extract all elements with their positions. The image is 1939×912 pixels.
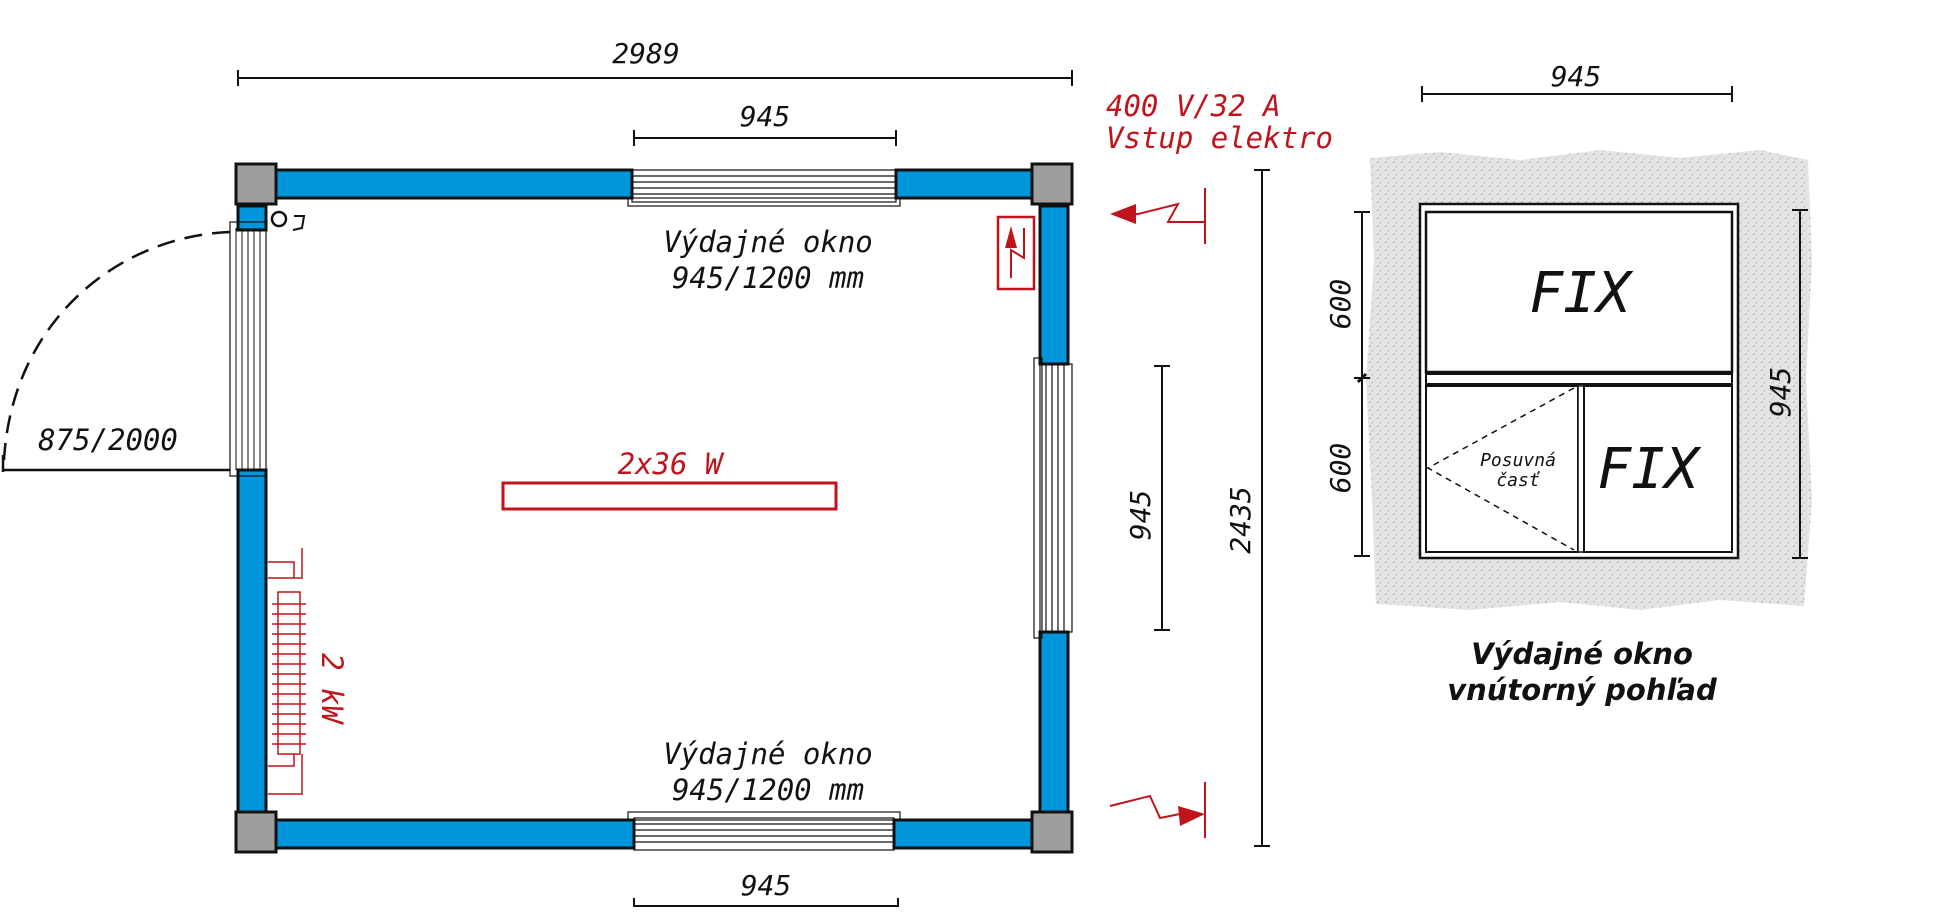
bottom-window-width-label: 945: [741, 869, 792, 902]
detail-lower-height-label: 600: [1324, 443, 1357, 494]
detail-caption-line2: vnútorný pohľad: [1447, 673, 1717, 707]
fix-lower-label: FIX: [1597, 437, 1701, 502]
heater-power-label: 2 kW: [315, 653, 349, 725]
top-window-label-line2: 945/1200 mm: [672, 261, 864, 295]
wall-bottom-left: [268, 818, 636, 850]
window-sliding-pane: [1425, 385, 1579, 553]
overall-width-label: 2989: [612, 37, 679, 70]
overall-depth-dimension: [1254, 169, 1270, 847]
bottom-window-label-line1: Výdajné okno: [663, 737, 873, 771]
electrical-panel-icon: [996, 215, 1036, 291]
bottom-window: [627, 811, 901, 851]
detail-caption-line1: Výdajné okno: [1471, 637, 1693, 671]
window-fix-lower-pane: [1583, 385, 1733, 553]
detail-width-dimension: [1421, 86, 1733, 102]
power-input-arrow-bottom: [1109, 782, 1206, 838]
overall-depth-label: 2435: [1224, 486, 1257, 553]
wall-top-left: [268, 168, 634, 200]
window-transom: [1425, 373, 1733, 385]
corner-post-tr: [1030, 162, 1074, 206]
wall-bottom-right: [892, 818, 1034, 850]
detail-left-dimension: [1354, 211, 1370, 557]
top-window-dimension: [633, 130, 897, 146]
door-handle-icon: [270, 210, 288, 228]
sliding-direction-lines: [1426, 387, 1575, 551]
detail-upper-height-label: 600: [1324, 279, 1357, 330]
wall-right-lower: [1038, 630, 1070, 822]
corner-post-tl: [234, 162, 278, 206]
wall-left-lower: [236, 468, 268, 822]
power-input-label: Vstup elektro: [1106, 121, 1333, 155]
corner-post-bl: [234, 810, 278, 854]
right-window: [1033, 357, 1073, 639]
window-fix-upper-pane: [1424, 210, 1734, 374]
power-spec-label: 400 V/32 A: [1106, 89, 1281, 123]
detail-right-dimension: [1792, 209, 1808, 559]
top-window-label-line1: Výdajné okno: [663, 225, 873, 259]
bottom-window-dimension: [633, 898, 899, 907]
wall-top-right: [894, 168, 1034, 200]
door: [1, 210, 306, 477]
door-size-label: 875/2000: [38, 423, 178, 457]
ceiling-light-fixture: [501, 481, 838, 511]
sliding-part-label-line2: časť: [1496, 470, 1541, 491]
power-input-arrow-top: [1110, 188, 1206, 244]
top-window-width-label: 945: [740, 100, 791, 133]
right-window-dimension: [1154, 365, 1170, 631]
overall-width-dimension: [237, 70, 1073, 86]
wall-left-upper: [236, 204, 268, 232]
corner-posts: [234, 162, 1074, 854]
door-swing-arc: [2, 230, 231, 461]
wall-right-upper: [1038, 204, 1070, 366]
window-detail: 945 FIX FIX Posuvná časť 600 600: [1324, 60, 1812, 707]
sliding-part-label-line1: Posuvná: [1480, 450, 1556, 471]
door-frame: [229, 221, 267, 477]
ceiling-light-label: 2x36 W: [618, 447, 725, 481]
floor-plan: 2989 945: [1, 37, 1333, 907]
detail-total-height-label: 945: [1764, 367, 1797, 418]
heater-icon: [268, 548, 306, 795]
top-window: [627, 169, 901, 207]
right-window-height-label: 945: [1124, 490, 1157, 541]
fix-upper-label: FIX: [1529, 261, 1633, 326]
detail-width-label: 945: [1551, 60, 1602, 93]
bottom-window-label-line2: 945/1200 mm: [672, 773, 864, 807]
walls: [236, 168, 1070, 850]
corner-post-br: [1030, 810, 1074, 854]
